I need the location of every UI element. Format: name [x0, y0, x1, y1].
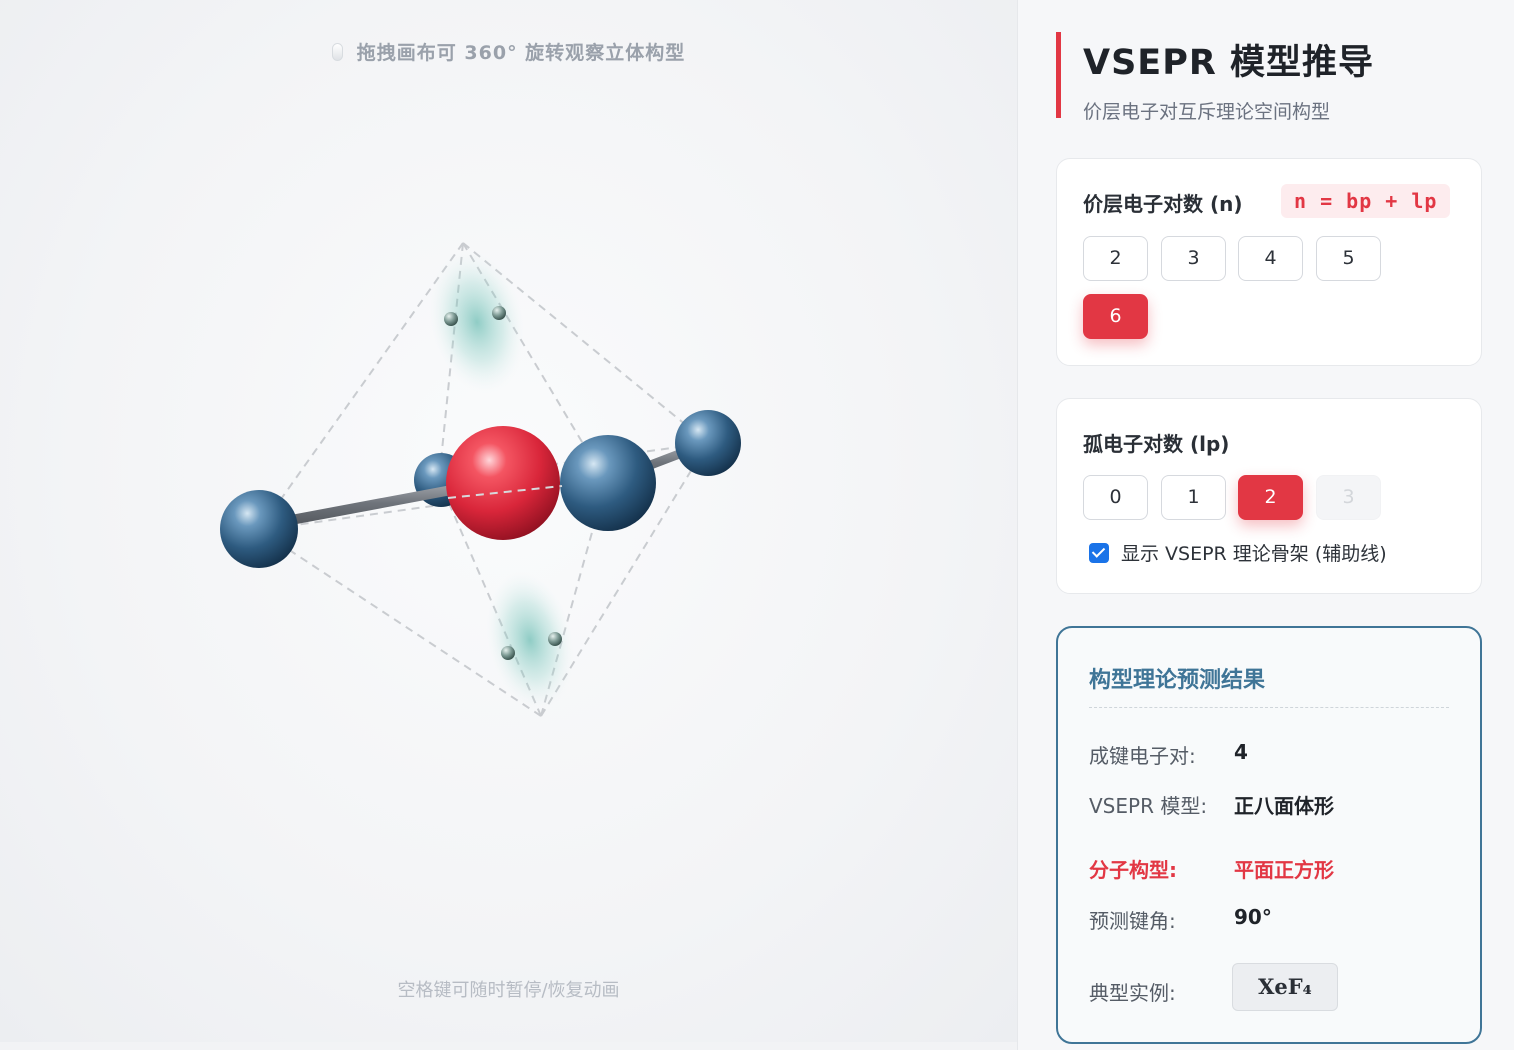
molecule-canvas[interactable]: 拖拽画布可 360° 旋转观察立体构型: [0, 0, 1017, 1042]
page-subtitle: 价层电子对互斥理论空间构型: [1083, 101, 1331, 123]
skeleton-toggle[interactable]: 显示 VSEPR 理论骨架 (辅助线): [1089, 539, 1387, 566]
lp-option-0[interactable]: 0: [1083, 475, 1148, 520]
panel-header: VSEPR 模型推导 价层电子对互斥理论空间构型: [1056, 32, 1374, 123]
result-panel: 构型理论预测结果 成键电子对: 4 VSEPR 模型: 正八面体形 分子构型: …: [1056, 626, 1482, 1044]
lone-pairs-card: 孤电子对数 (lp) 0 1 2 3 显示 VSEPR 理论骨架 (辅助线): [1056, 398, 1482, 594]
pause-hint: 空格键可随时暂停/恢复动画: [397, 980, 620, 1001]
electron-pairs-title: 价层电子对数 (n): [1083, 192, 1243, 216]
bond-angle-value: 90°: [1234, 905, 1272, 929]
n-option-2[interactable]: 2: [1083, 236, 1148, 281]
page-title: VSEPR 模型推导: [1083, 43, 1374, 83]
ligand-atom-left: [220, 490, 298, 568]
result-divider: [1089, 707, 1449, 708]
lp-option-3: 3: [1316, 475, 1381, 520]
central-atom: [446, 426, 560, 540]
molecular-shape-label: 分子构型:: [1089, 858, 1177, 882]
vsepr-model-label: VSEPR 模型:: [1089, 794, 1208, 818]
molecular-shape-value: 平面正方形: [1234, 858, 1334, 882]
result-title: 构型理论预测结果: [1089, 668, 1266, 693]
lone-pair-top: [429, 250, 525, 394]
n-option-4[interactable]: 4: [1238, 236, 1303, 281]
formula-badge: n = bp + lp: [1281, 184, 1451, 218]
bonding-pairs-value: 4: [1234, 740, 1248, 764]
vsepr-model-value: 正八面体形: [1234, 794, 1334, 818]
bonding-pairs-label: 成键电子对:: [1089, 744, 1196, 768]
bond-angle-label: 预测键角:: [1089, 909, 1176, 933]
lone-pair-bottom: [486, 570, 574, 710]
lone-pairs-title: 孤电子对数 (lp): [1083, 432, 1230, 456]
example-label: 典型实例:: [1089, 981, 1176, 1005]
rotate-hint-text: 拖拽画布可 360° 旋转观察立体构型: [356, 42, 686, 64]
control-panel: VSEPR 模型推导 价层电子对互斥理论空间构型 价层电子对数 (n) n = …: [1017, 0, 1514, 1050]
molecule-scene: [220, 242, 741, 717]
n-option-5[interactable]: 5: [1316, 236, 1381, 281]
lp-option-1[interactable]: 1: [1161, 475, 1226, 520]
ligand-atom-right: [560, 435, 656, 531]
example-formula: XeF₄: [1232, 963, 1338, 1011]
n-option-3[interactable]: 3: [1161, 236, 1226, 281]
rotate-hint: 拖拽画布可 360° 旋转观察立体构型: [0, 38, 1017, 65]
n-option-6[interactable]: 6: [1083, 294, 1148, 339]
skeleton-toggle-label: 显示 VSEPR 理论骨架 (辅助线): [1121, 543, 1387, 565]
mouse-icon: [331, 43, 343, 61]
electron-pairs-card: 价层电子对数 (n) n = bp + lp 2 3 4 5 6: [1056, 158, 1482, 366]
skeleton-checkbox[interactable]: [1089, 543, 1109, 563]
lp-option-2[interactable]: 2: [1238, 475, 1303, 520]
